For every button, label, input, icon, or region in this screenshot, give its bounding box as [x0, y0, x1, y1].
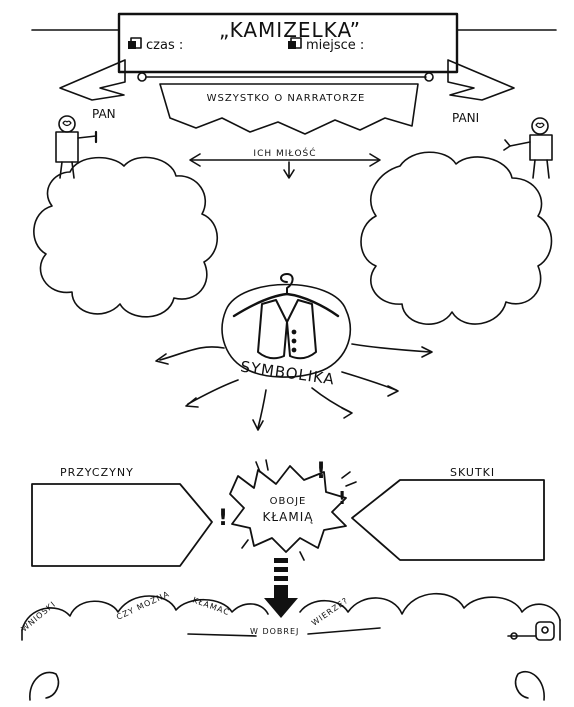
- lock-keyhole: [542, 627, 548, 633]
- burst-line2: KŁAMIĄ: [263, 510, 314, 524]
- curl-arrow-icon: [352, 344, 430, 352]
- vest-button: [292, 348, 295, 351]
- causes-box: [32, 484, 212, 566]
- pan-label: PAN: [92, 107, 116, 121]
- pan-arm: [78, 136, 96, 138]
- conclusion-word: WNIOSKI: [20, 599, 58, 633]
- conclusion-word: W DOBREJ: [250, 627, 299, 636]
- place-label: miejsce :: [306, 38, 364, 53]
- pan-body: [56, 132, 78, 162]
- burst-line1: OBOJE: [270, 496, 307, 507]
- arrowhead-icon: [388, 386, 398, 396]
- ribbon-tail-left: [60, 60, 125, 100]
- exclamation-icon: !: [338, 488, 346, 509]
- effects-box: [352, 480, 544, 560]
- effects-label: SKUTKI: [450, 466, 495, 479]
- pan-head-icon: [59, 116, 75, 132]
- pani-legs: [533, 160, 549, 178]
- place-checkbox-shadow: [288, 41, 296, 49]
- narrator-banner: [160, 84, 418, 134]
- exclamation-icon: !: [218, 506, 228, 531]
- curl-arrow-icon: [160, 347, 224, 360]
- pan-cloud: [34, 157, 217, 316]
- pani-head-icon: [532, 118, 548, 134]
- causes-label: PRZYCZYNY: [60, 466, 134, 479]
- pani-arm: [510, 142, 530, 146]
- symbolism-label: SYMBOLIKA: [239, 358, 336, 389]
- time-label: czas :: [146, 38, 183, 53]
- corner-scroll-left: [30, 672, 59, 700]
- effects-section: SKUTKI: [352, 466, 544, 560]
- hanger-bar: [234, 294, 338, 316]
- arrow-shaft-segment: [274, 585, 288, 599]
- arrow-shaft-segment: [274, 567, 288, 572]
- shock-lines-icon: [342, 472, 356, 486]
- curl-arrow-icon: [342, 372, 396, 390]
- heart-icon: [63, 121, 71, 125]
- arrow-down-icon: [284, 162, 294, 178]
- pani-label: PANI: [452, 111, 479, 125]
- exclamation-icon: !: [316, 459, 326, 484]
- narrator-banner-label: WSZYSTKO O NARRATORZE: [207, 93, 366, 104]
- conclusion-band: WNIOSKI CZY MOŻNA KŁAMAĆ W DOBREJ WIERZE…: [20, 588, 560, 640]
- relation-arrow: ICH MIŁOŚĆ: [190, 147, 380, 178]
- burst-shape: [230, 466, 346, 552]
- vest-button: [292, 339, 295, 342]
- character-pani: PANI: [452, 111, 552, 178]
- corner-scroll-right: [516, 672, 545, 700]
- relation-label: ICH MIŁOŚĆ: [253, 147, 316, 159]
- time-checkbox-shadow: [128, 41, 136, 49]
- arrowhead-icon: [342, 408, 352, 418]
- causes-section: PRZYCZYNY: [32, 466, 212, 566]
- vest-button: [292, 330, 295, 333]
- heart-icon: [536, 123, 544, 127]
- spark-icon: [504, 140, 510, 150]
- vest-emblem: SYMBOLIKA: [156, 274, 432, 430]
- pani-body: [530, 135, 552, 160]
- pin-left-icon: [138, 73, 146, 81]
- lie-burst: OBOJE KŁAMIĄ ! ! !: [218, 459, 356, 618]
- arrow-shaft-segment: [274, 558, 288, 563]
- character-pan: PAN: [56, 107, 116, 178]
- vest-icon: [258, 300, 316, 358]
- big-arrow-down-icon: [264, 598, 298, 618]
- pani-cloud: [361, 152, 552, 324]
- arrow-shaft-segment: [274, 576, 288, 581]
- lock-icon: [536, 622, 554, 640]
- curl-arrow-icon: [188, 380, 238, 404]
